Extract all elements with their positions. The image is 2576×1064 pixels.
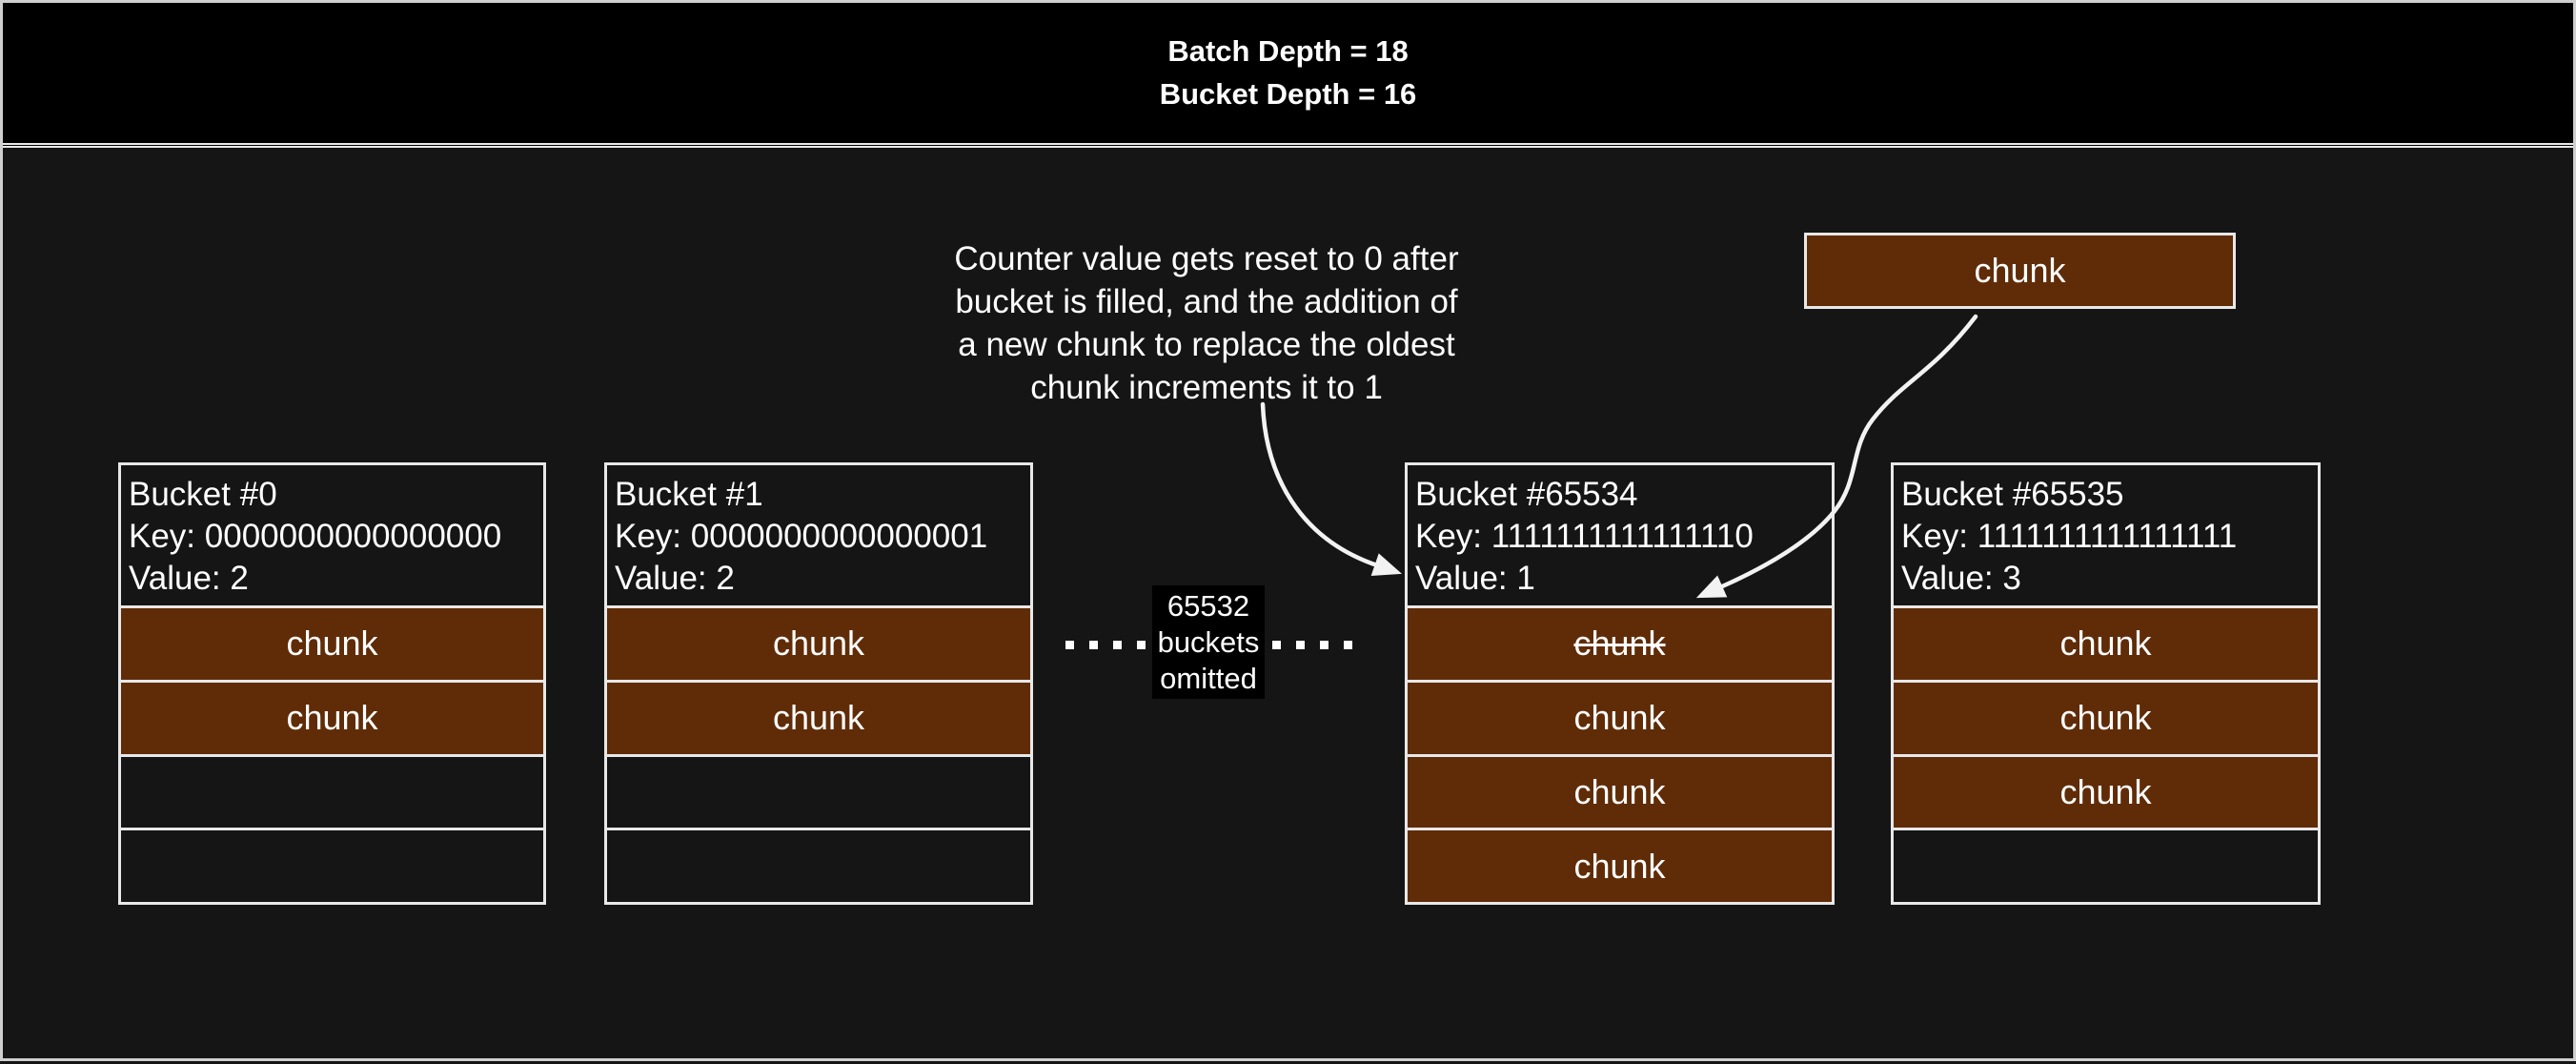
omitted-count: 65532 <box>1166 589 1250 623</box>
chunk-label-struck: chunk <box>1573 624 1666 664</box>
bucket-meta: Bucket #0 Key: 0000000000000000 Value: 2 <box>121 465 543 605</box>
bucket-meta: Bucket #1 Key: 0000000000000001 Value: 2 <box>607 465 1030 605</box>
bucket-slots: chunk chunk chunk chunk <box>1408 605 1832 902</box>
bucket-meta: Bucket #65535 Key: 1111111111111111 Valu… <box>1894 465 2318 605</box>
annotation-line: Counter value gets reset to 0 after <box>954 240 1459 277</box>
bucket-title: Bucket #0 <box>129 476 277 513</box>
bucket-slots: chunk chunk <box>607 605 1030 902</box>
bucket-value: Value: 1 <box>1415 560 1535 597</box>
annotation-line: bucket is filled, and the addition of <box>955 283 1458 320</box>
chunk-slot: chunk <box>121 605 543 680</box>
bucket-key: Key: 0000000000000001 <box>615 518 988 555</box>
annotation-line: chunk increments it to 1 <box>1030 369 1383 406</box>
ellipsis-dot <box>1296 641 1305 649</box>
chunk-slot: chunk <box>1894 753 2318 829</box>
chunk-slot: chunk <box>1408 605 1832 680</box>
ellipsis-dot <box>1065 641 1074 649</box>
chunk-label: chunk <box>1974 251 2066 290</box>
ellipsis-dot <box>1089 641 1098 649</box>
bucket-title: Bucket #65535 <box>1901 476 2124 513</box>
bucket-key: Key: 1111111111111111 <box>1901 518 2238 555</box>
chunk-slot: chunk <box>1408 679 1832 754</box>
chunk-slot: chunk <box>1408 828 1832 902</box>
empty-slot <box>121 753 543 829</box>
annotation-line: a new chunk to replace the oldest <box>958 326 1455 363</box>
empty-slot <box>1894 828 2318 902</box>
ellipsis-dot <box>1344 641 1352 649</box>
chunk-label: chunk <box>2059 698 2152 738</box>
empty-slot <box>607 753 1030 829</box>
empty-slot <box>121 828 543 902</box>
chunk-label: chunk <box>286 624 378 664</box>
bucket-meta: Bucket #65534 Key: 1111111111111110 Valu… <box>1408 465 1832 605</box>
chunk-slot: chunk <box>607 605 1030 680</box>
bucket-value: Value: 2 <box>615 560 735 597</box>
bucket-value: Value: 3 <box>1901 560 2021 597</box>
annotation-arrow <box>1260 401 1403 577</box>
chunk-label: chunk <box>1573 846 1666 886</box>
bucket-title: Bucket #1 <box>615 476 763 513</box>
empty-slot <box>607 828 1030 902</box>
chunk-slot: chunk <box>1894 679 2318 754</box>
ellipsis-dot <box>1137 641 1146 649</box>
bucket-value: Value: 2 <box>129 560 249 597</box>
bucket-slots: chunk chunk <box>121 605 543 902</box>
bucket-title: Bucket #65534 <box>1415 476 1638 513</box>
chunk-label: chunk <box>286 698 378 738</box>
header-banner: Batch Depth = 18 Bucket Depth = 16 <box>3 3 2573 148</box>
chunk-slot: chunk <box>1408 753 1832 829</box>
bucket-65534: Bucket #65534 Key: 1111111111111110 Valu… <box>1405 462 1835 905</box>
bucket-depth-label: Bucket Depth = 16 <box>1159 77 1417 111</box>
chunk-label: chunk <box>1573 698 1666 738</box>
ellipsis-dots-right <box>1272 641 1352 649</box>
chunk-label: chunk <box>772 624 865 664</box>
counter-annotation: Counter value gets reset to 0 after buck… <box>863 237 1550 409</box>
bucket-0: Bucket #0 Key: 0000000000000000 Value: 2… <box>118 462 546 905</box>
ellipsis-dot <box>1272 641 1281 649</box>
bucket-slots: chunk chunk chunk <box>1894 605 2318 902</box>
chunk-slot: chunk <box>1894 605 2318 680</box>
batch-depth-label: Batch Depth = 18 <box>1167 34 1409 68</box>
omitted-buckets-label: 65532 buckets omitted <box>1152 585 1265 699</box>
ellipsis-dots-left <box>1065 641 1146 649</box>
ellipsis-dot <box>1320 641 1329 649</box>
incoming-chunk-box: chunk <box>1804 233 2236 309</box>
chunk-label: chunk <box>1573 771 1666 811</box>
chunk-slot: chunk <box>121 679 543 754</box>
omitted-word: buckets <box>1157 625 1260 659</box>
bucket-1: Bucket #1 Key: 0000000000000001 Value: 2… <box>604 462 1033 905</box>
chunk-label: chunk <box>2059 771 2152 811</box>
omitted-word: omitted <box>1160 662 1257 695</box>
bucket-key: Key: 1111111111111110 <box>1415 518 1754 555</box>
chunk-label: chunk <box>772 698 865 738</box>
ellipsis-dot <box>1113 641 1122 649</box>
chunk-label: chunk <box>2059 624 2152 664</box>
bucket-key: Key: 0000000000000000 <box>129 518 502 555</box>
chunk-slot: chunk <box>607 679 1030 754</box>
bucket-65535: Bucket #65535 Key: 1111111111111111 Valu… <box>1891 462 2321 905</box>
